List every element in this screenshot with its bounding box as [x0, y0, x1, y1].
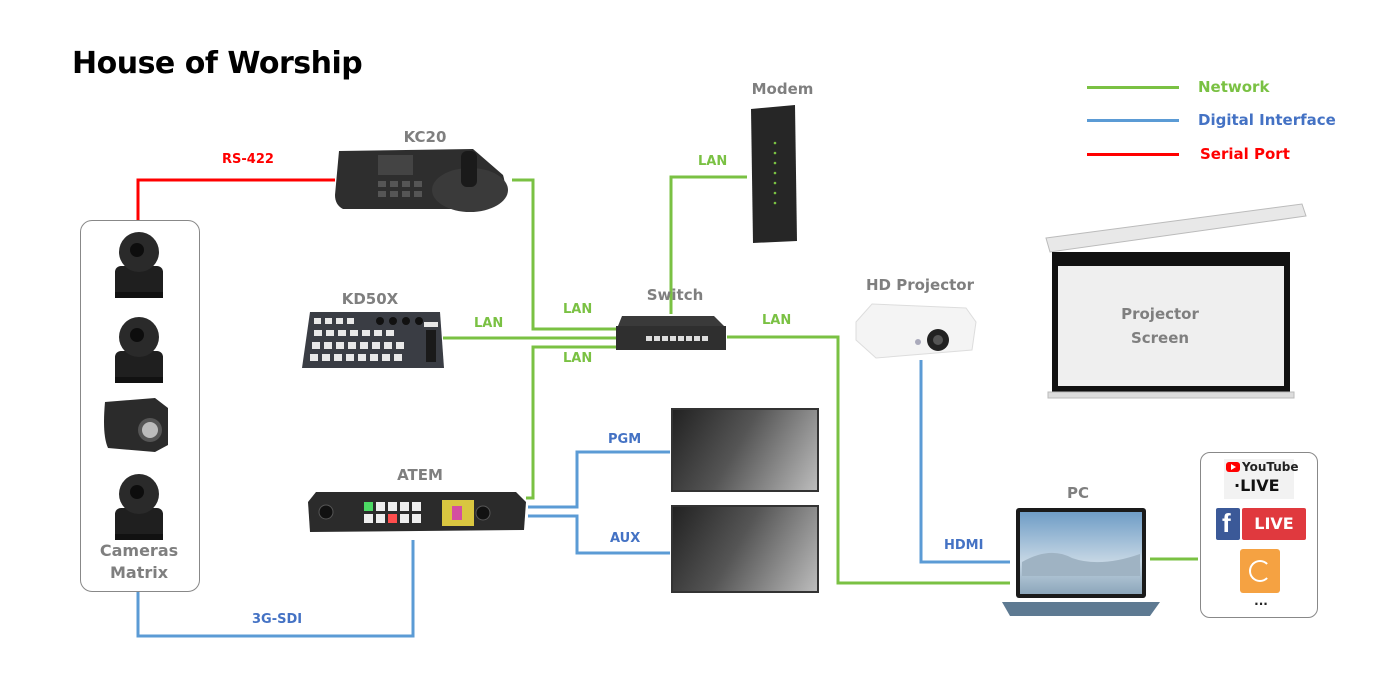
youtube-play-icon	[1226, 462, 1240, 472]
label-aux: AUX	[610, 531, 641, 546]
label-pgm: PGM	[608, 432, 642, 447]
label-lan-atem: LAN	[563, 351, 593, 366]
aux-monitor[interactable]	[671, 505, 819, 593]
restream-icon[interactable]	[1240, 549, 1280, 593]
atem-switcher-icon[interactable]	[306, 488, 528, 538]
projector-icon[interactable]	[852, 300, 982, 360]
legend-line-digital	[1087, 119, 1179, 122]
wire-atem-switch	[526, 345, 618, 500]
wire-kc20-switch	[512, 178, 618, 331]
label-switch: Switch	[646, 286, 704, 304]
modem-icon[interactable]	[745, 105, 805, 245]
wire-hdmi	[919, 360, 1010, 564]
ptz-camera-icon	[115, 474, 163, 540]
label-kc20: KC20	[403, 128, 447, 146]
label-kd50x: KD50X	[341, 290, 399, 308]
facebook-live-badge[interactable]: LIVE	[1242, 508, 1306, 540]
label-modem: Modem	[751, 80, 814, 98]
label-hd-projector: HD Projector	[865, 276, 974, 294]
page-title: House of Worship	[72, 46, 363, 81]
label-hdmi: HDMI	[944, 538, 984, 553]
projector-screen-icon	[1045, 203, 1307, 399]
label-projector-screen: Projector Screen	[1121, 305, 1199, 347]
legend-line-serial	[1087, 153, 1179, 156]
legend-digital: Digital Interface	[1198, 111, 1336, 129]
box-camera-icon	[104, 398, 168, 452]
ptz-camera-icon	[115, 232, 163, 298]
youtube-text: YouTube	[1242, 460, 1299, 474]
legend-serial: Serial Port	[1200, 145, 1290, 163]
kc20-controller-icon[interactable]	[333, 145, 513, 215]
label-lan-kd50x: LAN	[474, 316, 504, 331]
more-platforms-ellipsis: ...	[1254, 594, 1268, 608]
kd50x-keyboard-icon[interactable]	[300, 308, 445, 372]
switch-icon[interactable]	[612, 312, 732, 354]
legend-network: Network	[1198, 78, 1270, 96]
wire-pgm	[528, 450, 670, 509]
label-lan-modem: LAN	[698, 154, 728, 169]
wire-sdi	[136, 540, 415, 638]
legend-line-network	[1087, 86, 1179, 89]
pgm-monitor[interactable]	[671, 408, 819, 492]
youtube-live-text: ·LIVE	[1234, 476, 1280, 495]
facebook-icon[interactable]: f	[1216, 508, 1240, 540]
wire-modem-switch	[669, 175, 747, 314]
label-atem: ATEM	[397, 466, 443, 484]
label-lan-pc: LAN	[762, 313, 792, 328]
wire-aux	[528, 514, 670, 555]
label-rs422: RS-422	[222, 152, 274, 167]
laptop-icon[interactable]	[1000, 506, 1160, 618]
ptz-camera-icon	[115, 317, 163, 383]
wire-rs422	[136, 178, 335, 220]
cameras-graphics	[104, 232, 168, 540]
label-cameras-matrix: Cameras Matrix	[99, 541, 179, 582]
label-sdi: 3G-SDI	[252, 612, 303, 627]
youtube-live-logo[interactable]: YouTube ·LIVE	[1224, 459, 1299, 499]
label-pc: PC	[1066, 484, 1089, 502]
wire-switch-pc	[727, 335, 1010, 585]
label-lan-kc20: LAN	[563, 302, 593, 317]
